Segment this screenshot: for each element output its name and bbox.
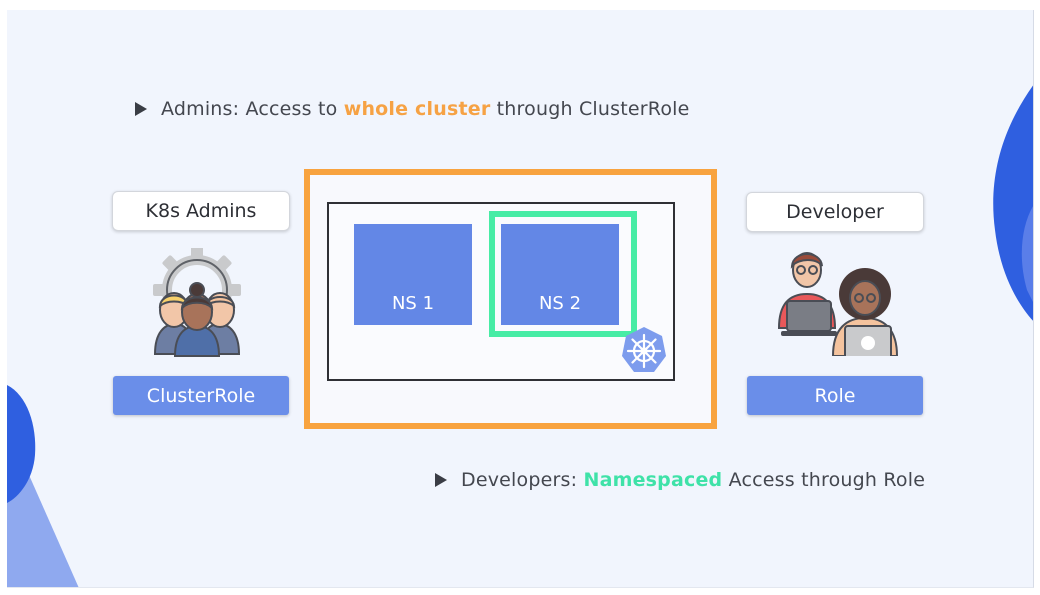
namespaced-highlight: Namespaced	[583, 469, 723, 491]
role-button[interactable]: Role	[747, 376, 923, 415]
namespace-ns1: NS 1	[354, 224, 472, 325]
admins-bullet: Admins: Access to whole cluster through …	[135, 98, 690, 120]
whole-cluster-highlight: whole cluster	[343, 98, 491, 120]
k8s-admins-label: K8s Admins	[112, 191, 290, 231]
kubernetes-logo-icon	[622, 327, 666, 372]
namespace-ns2: NS 2	[501, 224, 619, 325]
slide: Admins: Access to whole cluster through …	[7, 10, 1034, 588]
decorative-blob-right	[993, 85, 1033, 321]
namespace-scope-frame	[489, 211, 637, 337]
bullet-triangle-icon	[435, 473, 447, 487]
decorative-blob-left	[7, 385, 79, 587]
bullet-triangle-icon	[135, 102, 147, 116]
developers-laptops-icon	[777, 252, 899, 356]
admins-team-gear-icon	[153, 248, 241, 357]
developer-label: Developer	[746, 192, 924, 232]
clusterrole-button[interactable]: ClusterRole	[113, 376, 289, 415]
developers-bullet: Developers: Namespaced Access through Ro…	[435, 469, 925, 491]
